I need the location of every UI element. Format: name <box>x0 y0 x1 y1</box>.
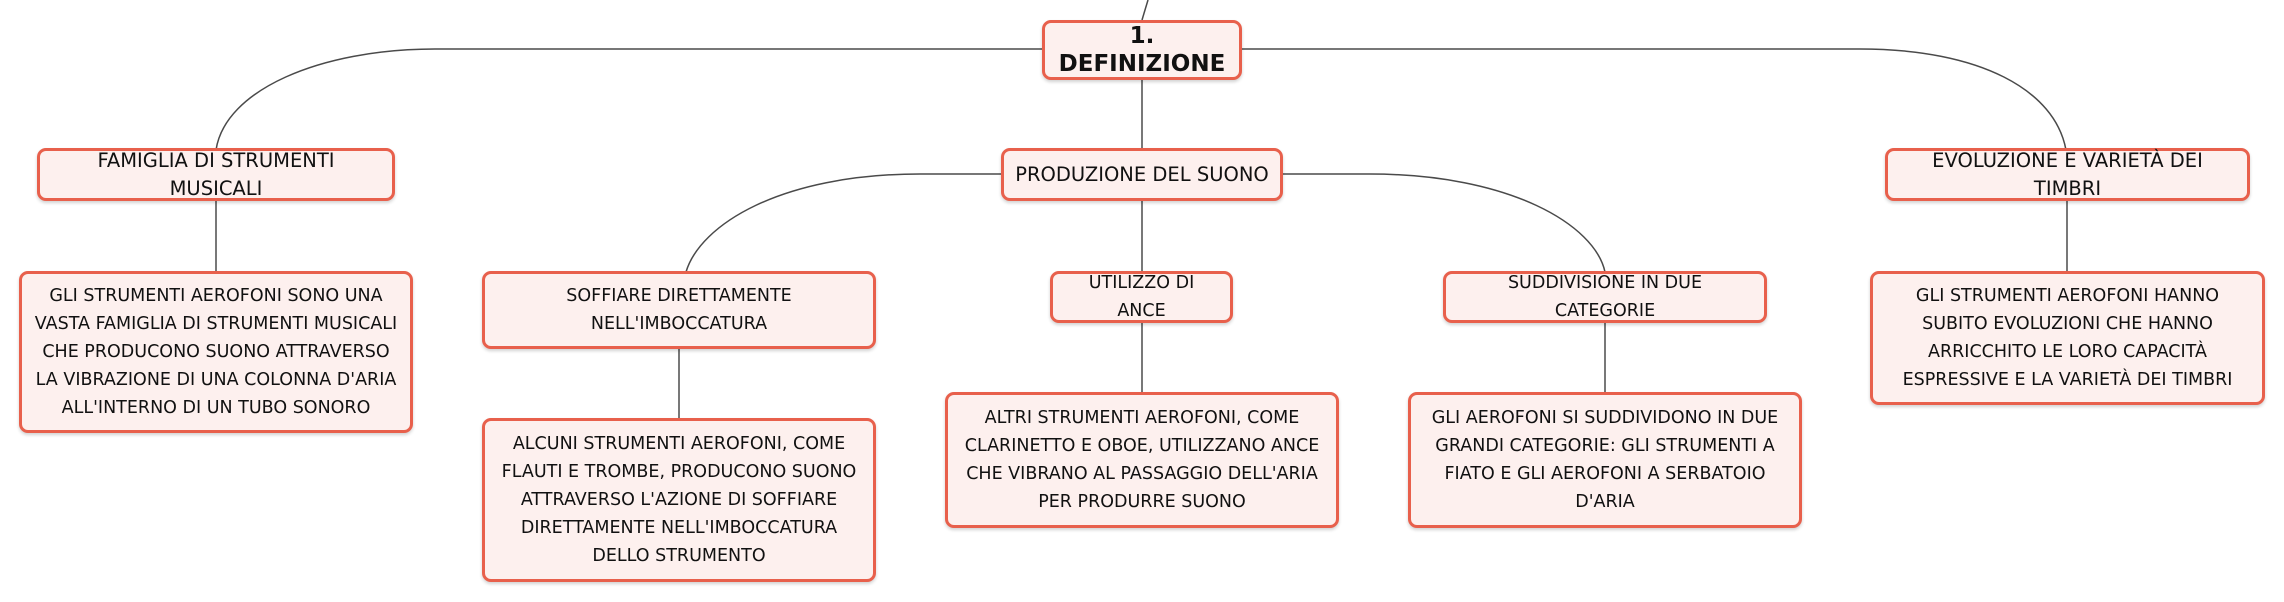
note-ance[interactable]: ALTRI STRUMENTI AEROFONI, COME CLARINETT… <box>945 392 1339 528</box>
note-suddivisione-text: GLI AEROFONI SI SUDDIVIDONO IN DUE GRAND… <box>1431 408 1779 512</box>
note-famiglia[interactable]: GLI STRUMENTI AEROFONI SONO UNA VASTA FA… <box>19 271 413 433</box>
topic-famiglia[interactable]: FAMIGLIA DI STRUMENTI MUSICALI <box>37 148 395 201</box>
root-topic[interactable]: 1. DEFINIZIONE <box>1042 20 1242 80</box>
root-topic-label: 1. DEFINIZIONE <box>1058 23 1226 77</box>
topic-evoluzione-label: EVOLUZIONE E VARIETÀ DEI TIMBRI <box>1932 148 2203 200</box>
topic-suddivisione-label: SUDDIVISIONE IN DUE CATEGORIE <box>1507 273 1703 321</box>
connector-parent-to-root <box>1141 0 1149 21</box>
note-evoluzione-text: GLI STRUMENTI AEROFONI HANNO SUBITO EVOL… <box>1902 286 2233 390</box>
topic-soffiare[interactable]: SOFFIARE DIRETTAMENTE NELL'IMBOCCATURA <box>482 271 876 349</box>
topic-produzione-label: PRODUZIONE DEL SUONO <box>1015 162 1269 186</box>
topic-suddivisione[interactable]: SUDDIVISIONE IN DUE CATEGORIE <box>1443 271 1767 323</box>
topic-produzione[interactable]: PRODUZIONE DEL SUONO <box>1001 148 1283 201</box>
note-soffiare[interactable]: ALCUNI STRUMENTI AEROFONI, COME FLAUTI E… <box>482 418 876 582</box>
topic-soffiare-label: SOFFIARE DIRETTAMENTE NELL'IMBOCCATURA <box>566 286 792 334</box>
note-soffiare-text: ALCUNI STRUMENTI AEROFONI, COME FLAUTI E… <box>501 434 857 566</box>
connector-produzione-to-suddivisione <box>1282 173 1606 273</box>
topic-ance-label: UTILIZZO DI ANCE <box>1088 273 1195 321</box>
connector-root-to-famiglia <box>215 48 1045 151</box>
note-suddivisione[interactable]: GLI AEROFONI SI SUDDIVIDONO IN DUE GRAND… <box>1408 392 1802 528</box>
connector-produzione-to-soffiare <box>685 173 1003 273</box>
note-ance-text: ALTRI STRUMENTI AEROFONI, COME CLARINETT… <box>964 408 1320 512</box>
note-evoluzione[interactable]: GLI STRUMENTI AEROFONI HANNO SUBITO EVOL… <box>1870 271 2265 405</box>
connector-root-to-evoluzione <box>1240 48 2067 151</box>
note-famiglia-text: GLI STRUMENTI AEROFONI SONO UNA VASTA FA… <box>34 286 398 418</box>
topic-famiglia-label: FAMIGLIA DI STRUMENTI MUSICALI <box>97 148 335 200</box>
topic-evoluzione[interactable]: EVOLUZIONE E VARIETÀ DEI TIMBRI <box>1885 148 2250 201</box>
topic-ance[interactable]: UTILIZZO DI ANCE <box>1050 271 1233 323</box>
